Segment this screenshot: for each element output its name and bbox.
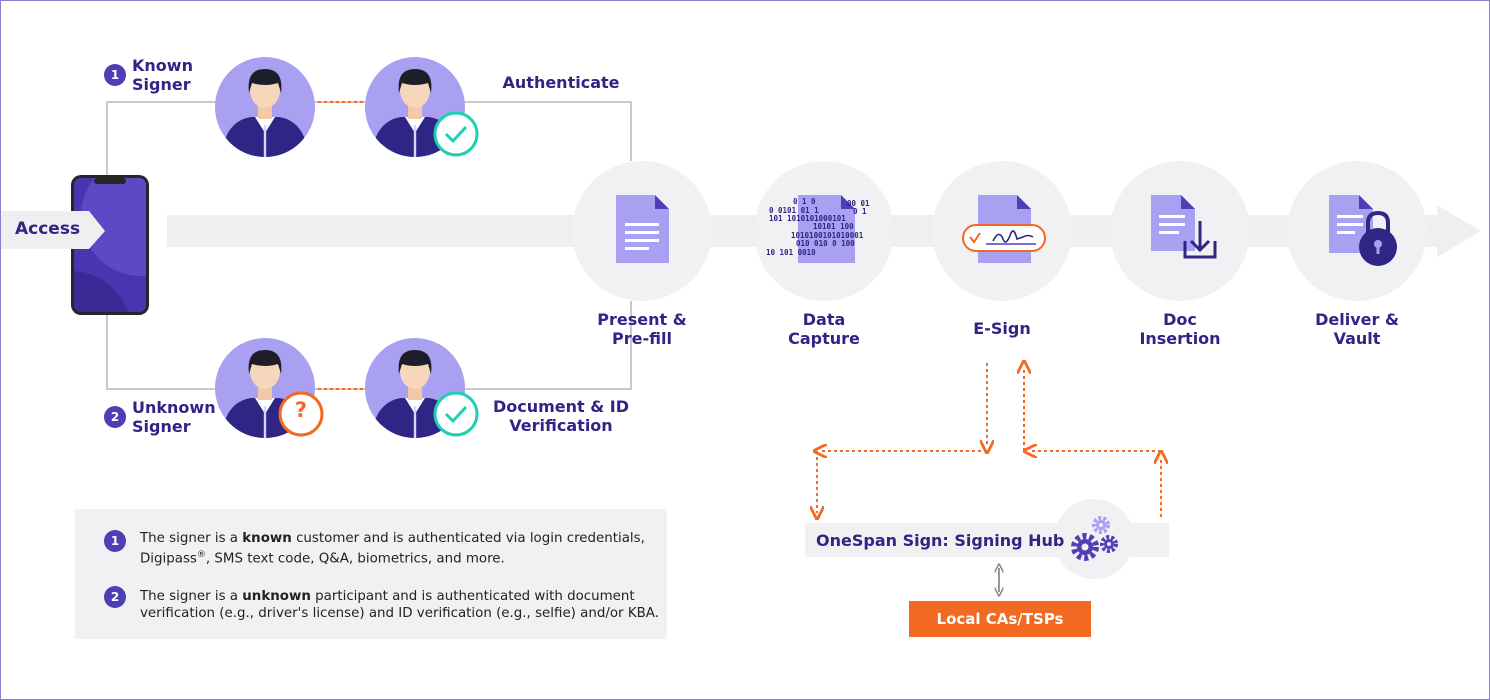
document-icon <box>616 195 669 263</box>
note-1: The signer is a known customer and is au… <box>140 530 660 567</box>
svg-text:00 01: 00 01 <box>847 199 870 208</box>
note-2-bold: unknown <box>242 589 311 604</box>
registered-mark: ® <box>196 550 206 560</box>
svg-text:101 1010101000101: 101 1010101000101 <box>769 214 846 223</box>
stage-label-present-prefill: Present & Pre-fill <box>597 310 687 348</box>
svg-text:0 0101 01 1: 0 0101 01 1 <box>769 206 819 215</box>
padlock-document-icon <box>1329 195 1397 266</box>
svg-text:10101 100: 10101 100 <box>813 222 854 231</box>
note-number-1: 1 <box>104 530 126 552</box>
access-label: Access <box>15 219 81 239</box>
note-1-line2-end: , SMS text code, Q&A, biometrics, and mo… <box>205 551 505 567</box>
note-1-bold: known <box>242 531 292 546</box>
signature-icon <box>962 195 1046 263</box>
download-document-icon <box>1151 195 1217 259</box>
note-2-text-end: participant and is authenticated with do… <box>310 589 635 604</box>
unknown-signer-label: Unknown Signer <box>132 398 216 436</box>
known-number-badge: 1 <box>104 64 126 86</box>
note-1-text: The signer is a <box>140 531 243 546</box>
stage-label-deliver-vault: Deliver & Vault <box>1315 310 1399 348</box>
svg-text:1010100101010001: 1010100101010001 <box>791 231 864 240</box>
document-id-verification-label: Document & ID Verification <box>492 397 630 435</box>
svg-text:0 1 0: 0 1 0 <box>793 197 816 206</box>
known-signer-label: Known Signer <box>132 56 193 94</box>
stage-label-data-capture: Data Capture <box>788 310 860 348</box>
gears-icon <box>1071 516 1118 561</box>
binary-data-icon: 0 1 0 00 01 0 0101 01 1 0 1 101 10101010… <box>766 195 870 263</box>
signing-hub-label: OneSpan Sign: Signing Hub <box>816 531 1065 550</box>
note-2: The signer is a unknown participant and … <box>140 588 660 622</box>
svg-text:010 010 0 100: 010 010 0 100 <box>796 239 855 248</box>
note-2-line2: verification (e.g., driver's license) an… <box>140 606 659 621</box>
authenticate-label: Authenticate <box>502 73 620 92</box>
stage-label-doc-insertion: Doc Insertion <box>1139 310 1221 348</box>
note-1-text-end: customer and is authenticated via login … <box>291 531 645 546</box>
note-2-text: The signer is a <box>140 589 243 604</box>
check-icon <box>433 111 479 157</box>
check-icon <box>433 391 479 437</box>
svg-text:10 101 0010: 10 101 0010 <box>766 248 816 257</box>
note-number-2: 2 <box>104 586 126 608</box>
svg-text:0 1: 0 1 <box>853 207 867 216</box>
question-icon <box>278 391 324 437</box>
question-mark: ? <box>294 398 308 422</box>
local-cas-tsps-button[interactable]: Local CAs/TSPs <box>909 601 1091 637</box>
stage-label-e-sign: E-Sign <box>973 319 1031 338</box>
note-1-line2: Digipass <box>140 551 197 567</box>
unknown-number-badge: 2 <box>104 406 126 428</box>
